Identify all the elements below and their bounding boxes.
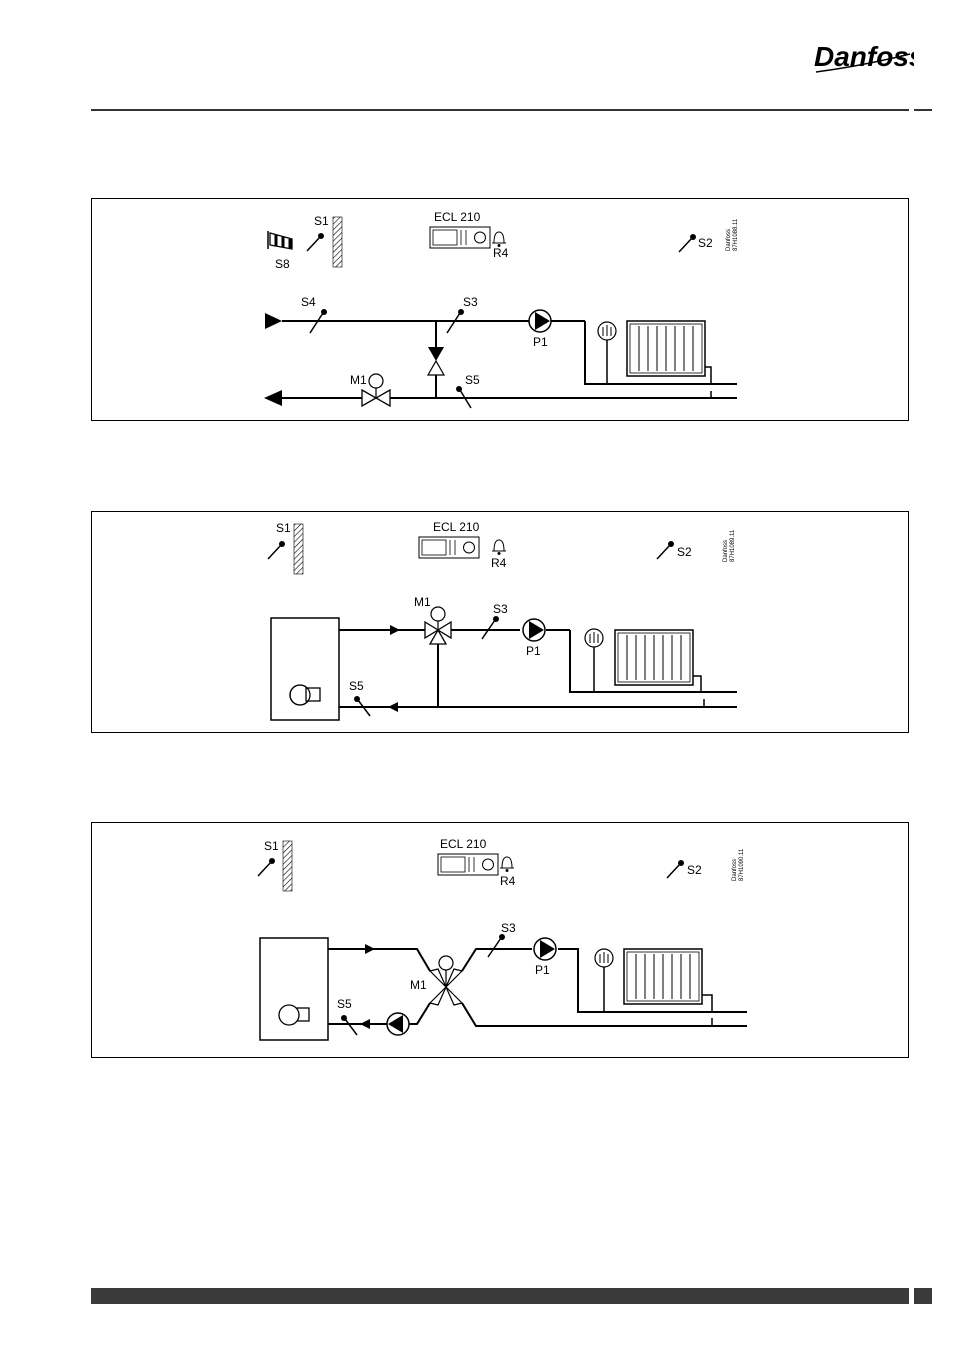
alarm-bell-icon [492, 540, 506, 555]
label-s2: S2 [687, 863, 702, 877]
boiler-icon [271, 618, 339, 720]
flow-arrow-return-icon [388, 702, 398, 712]
svg-text:87H1089.11: 87H1089.11 [730, 529, 736, 562]
sensor-s2-icon [667, 860, 684, 878]
drawing-code: Danfoss 87H1088.11 [726, 218, 739, 251]
svg-text:Danfoss: Danfoss [726, 229, 732, 251]
flow-in-arrow [265, 313, 282, 329]
pump-p1-icon [523, 619, 545, 641]
radiator-icon [627, 321, 711, 398]
flow-arrow-return-icon [360, 1019, 370, 1029]
wall-icon [333, 217, 342, 267]
label-r4: R4 [491, 556, 507, 570]
diagram-3: S1 ECL 210 R4 S2 Danfoss 87H1090.11 [91, 822, 909, 1058]
drawing-code: Danfoss 87H1089.11 [723, 529, 736, 562]
thermostatic-valve-icon [585, 629, 603, 692]
alarm-bell-icon [500, 857, 514, 872]
radiator-icon [615, 630, 704, 707]
diagram-1-svg: S8 S1 ECL 210 R4 S2 Danfoss 87H1088.11 [92, 199, 910, 422]
label-s5: S5 [349, 679, 364, 693]
diagram-2-svg: S1 ECL 210 R4 S2 Danfoss 87H1089.11 [92, 512, 910, 734]
svg-text:87H1088.11: 87H1088.11 [733, 218, 739, 251]
controller-label: ECL 210 [434, 210, 481, 224]
sensor-s3-icon [482, 616, 499, 639]
pump-p1-icon [529, 310, 551, 332]
diagram-2: S1 ECL 210 R4 S2 Danfoss 87H1089.11 [91, 511, 909, 733]
label-s3: S3 [501, 921, 516, 935]
svg-text:Danfoss: Danfoss [723, 540, 729, 562]
header-rule-stub [914, 109, 932, 111]
label-s1: S1 [314, 214, 329, 228]
label-s2: S2 [698, 236, 713, 250]
controller-icon [430, 227, 490, 248]
label-s1: S1 [276, 521, 291, 535]
pump-p1-icon [534, 938, 556, 960]
label-p1: P1 [533, 335, 548, 349]
label-s4: S4 [301, 295, 316, 309]
danfoss-logo: Danfoss [812, 36, 914, 78]
label-s5: S5 [465, 373, 480, 387]
label-p1: P1 [535, 963, 550, 977]
label-m1: M1 [350, 373, 367, 387]
check-valve-icon [428, 347, 444, 375]
drawing-code: Danfoss 87H1090.11 [732, 848, 745, 881]
sensor-s1-icon [307, 233, 324, 251]
wall-icon [283, 841, 292, 891]
controller-label: ECL 210 [440, 837, 487, 851]
sensor-s2-icon [679, 234, 696, 252]
controller-icon [419, 537, 479, 558]
sensor-s3-icon [488, 934, 505, 957]
label-p1: P1 [526, 644, 541, 658]
svg-text:Danfoss: Danfoss [732, 859, 738, 881]
footer-bar-stub [914, 1288, 932, 1304]
valve-m1-icon [425, 607, 451, 644]
controller-icon [438, 854, 498, 875]
diagram-3-svg: S1 ECL 210 R4 S2 Danfoss 87H1090.11 [92, 823, 910, 1059]
label-r4: R4 [493, 246, 509, 260]
wall-icon [294, 524, 303, 574]
wind-sensor-icon [268, 231, 292, 249]
label-s1: S1 [264, 839, 279, 853]
flow-out-arrow [264, 390, 282, 406]
label-m1: M1 [410, 978, 427, 992]
alarm-bell-icon [492, 232, 506, 247]
flow-arrow-icon [390, 625, 400, 635]
label-m1: M1 [414, 595, 431, 609]
label-s3: S3 [493, 602, 508, 616]
valve-m1-icon [430, 956, 462, 1005]
sensor-s1-icon [268, 541, 285, 559]
label-s2: S2 [677, 545, 692, 559]
flow-arrow-icon [365, 944, 375, 954]
svg-text:87H1090.11: 87H1090.11 [739, 848, 745, 881]
label-s8: S8 [275, 257, 290, 271]
sensor-s2-icon [657, 541, 674, 559]
controller-label: ECL 210 [433, 520, 480, 534]
label-r4: R4 [500, 874, 516, 888]
label-s5: S5 [337, 997, 352, 1011]
supply-pipe [328, 949, 747, 1026]
thermostatic-valve-icon [598, 322, 616, 384]
header-rule [91, 109, 909, 111]
thermostatic-valve-icon [595, 949, 613, 1012]
footer-bar [91, 1288, 909, 1304]
boiler-pump-icon [387, 1013, 409, 1035]
sensor-s1-icon [258, 858, 275, 876]
boiler-icon [260, 938, 328, 1040]
diagram-1: S8 S1 ECL 210 R4 S2 Danfoss 87H1088.11 [91, 198, 909, 421]
label-s3: S3 [463, 295, 478, 309]
radiator-icon [624, 949, 712, 1026]
